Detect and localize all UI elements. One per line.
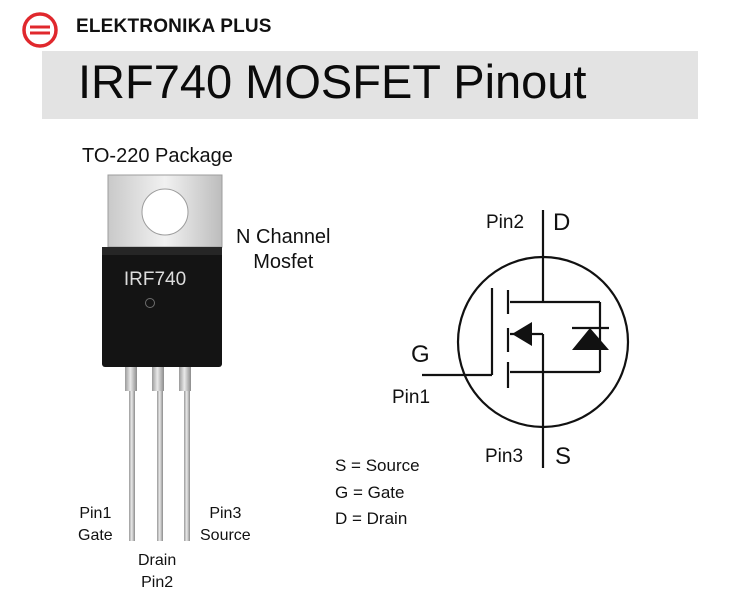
symbol-source-letter: S xyxy=(555,443,571,470)
package-body xyxy=(102,247,222,367)
package-title: TO-220 Package xyxy=(82,145,233,167)
channel-type-line1: N Channel xyxy=(236,226,331,248)
pin2-name: Drain xyxy=(138,552,177,569)
legend-source: S = Source xyxy=(335,456,420,475)
pin3-number: Pin3 xyxy=(209,505,242,522)
title-bar xyxy=(42,51,698,119)
channel-type-label: N Channel Mosfet xyxy=(236,225,331,275)
symbol-drain-pin: Pin2 xyxy=(486,212,524,233)
pin3-label: Pin3 Source xyxy=(200,503,251,547)
symbol-gate-letter: G xyxy=(411,341,430,368)
symbol-gate-pin: Pin1 xyxy=(392,387,430,408)
pin-legend: S = Source G = Gate D = Drain xyxy=(335,453,420,533)
legend-gate: G = Gate xyxy=(335,482,405,502)
symbol-drain-letter: D xyxy=(553,209,570,236)
legend-drain: D = Drain xyxy=(335,509,408,528)
channel-arrow-icon xyxy=(512,322,532,346)
pin3-name: Source xyxy=(200,527,251,544)
pin1-number: Pin1 xyxy=(79,505,112,522)
mosfet-schematic-symbol: Pin2 D G Pin1 Pin3 S xyxy=(392,209,630,470)
pin1-label: Pin1 Gate xyxy=(78,503,113,547)
body-diode-icon xyxy=(572,328,609,350)
chip-marking: IRF740 xyxy=(124,269,186,290)
to220-package-illustration: IRF740 xyxy=(102,174,223,541)
pin2-number: Pin2 xyxy=(141,574,174,591)
brand-logo-icon xyxy=(22,12,58,48)
channel-type-line2: Mosfet xyxy=(253,251,314,273)
symbol-source-pin: Pin3 xyxy=(485,446,523,467)
brand-name: ELEKTRONIKA PLUS xyxy=(76,16,272,37)
pin1-name: Gate xyxy=(78,527,113,544)
page-title: IRF740 MOSFET Pinout xyxy=(78,55,587,108)
pin2-label: Drain Pin2 xyxy=(138,550,176,594)
